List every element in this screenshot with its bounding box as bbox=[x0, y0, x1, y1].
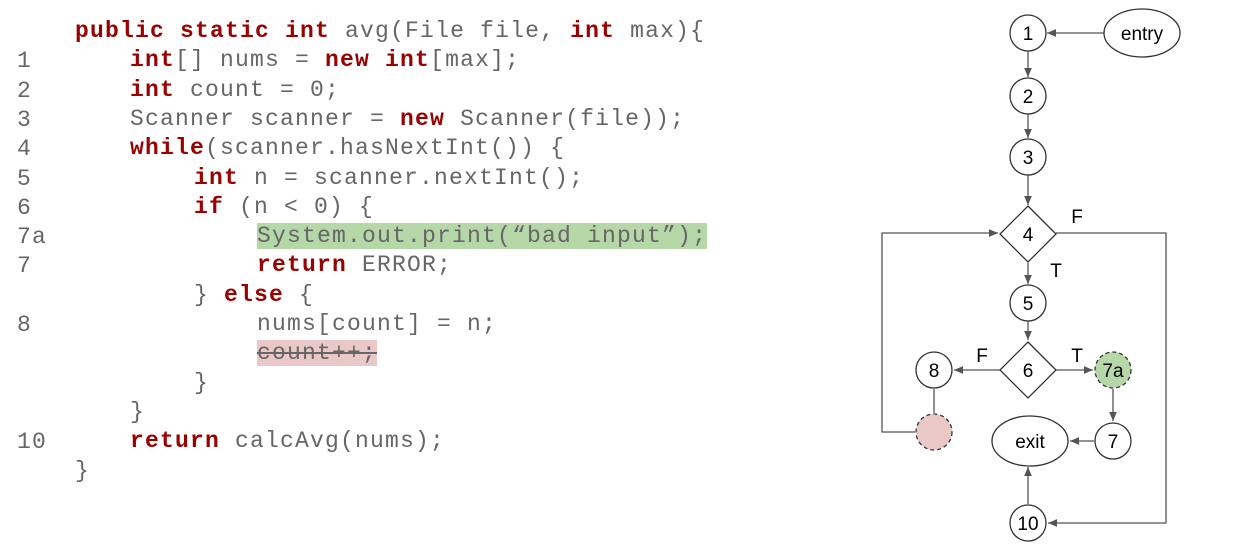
code-text: Scanner(file)); bbox=[445, 105, 686, 132]
removed-statement: count++; bbox=[257, 340, 378, 367]
entry-node bbox=[1103, 8, 1181, 58]
edge-label-6-true: T bbox=[1071, 346, 1083, 367]
node-5 bbox=[1009, 284, 1047, 322]
node-8-label: 8 bbox=[929, 361, 940, 382]
keyword: return bbox=[257, 252, 348, 279]
node-6-decision bbox=[999, 341, 1057, 399]
line-number: 2 bbox=[17, 77, 33, 104]
code-line: int[] nums = new int[max]; bbox=[130, 46, 520, 74]
code-line: } bbox=[75, 457, 90, 485]
code-text: n = scanner.nextInt(); bbox=[239, 164, 585, 191]
keyword: if bbox=[194, 193, 225, 220]
node-1 bbox=[1009, 14, 1047, 52]
node-1-label: 1 bbox=[1023, 24, 1034, 45]
edge-4-10 bbox=[1048, 232, 1167, 527]
line-number: 6 bbox=[17, 194, 33, 221]
node-4-decision bbox=[999, 205, 1057, 263]
keyword: return bbox=[130, 428, 221, 455]
code-text: } bbox=[194, 281, 225, 308]
added-statement: System.out.print(“bad input”); bbox=[257, 223, 708, 250]
code-text: calcAvg(nums); bbox=[220, 428, 446, 455]
node-5-label: 5 bbox=[1023, 294, 1034, 315]
node-3-label: 3 bbox=[1023, 148, 1034, 169]
code-text: } bbox=[130, 398, 146, 425]
code-line: } else { bbox=[194, 281, 314, 309]
line-number: 7a bbox=[17, 224, 48, 251]
code-text: } bbox=[194, 369, 210, 396]
edge-label-4-false: F bbox=[1071, 207, 1083, 228]
node-7-label: 7 bbox=[1108, 432, 1119, 453]
keyword: new bbox=[400, 105, 446, 132]
code-line: } bbox=[130, 398, 145, 426]
node-2 bbox=[1009, 77, 1047, 115]
code-text: } bbox=[75, 457, 91, 484]
code-line: count++; bbox=[257, 339, 378, 367]
entry-label: entry bbox=[1121, 24, 1164, 45]
line-number: 10 bbox=[17, 429, 48, 456]
node-7a-label: 7a bbox=[1102, 361, 1124, 382]
node-10-label: 10 bbox=[1017, 514, 1038, 535]
code-text: [] nums = bbox=[175, 47, 326, 74]
exit-node bbox=[991, 415, 1069, 467]
code-text: (scanner.hasNextInt()) { bbox=[205, 135, 566, 162]
code-line: Scanner scanner = new Scanner(file)); bbox=[130, 105, 685, 133]
code-text: ERROR; bbox=[347, 252, 453, 279]
exit-label: exit bbox=[1015, 432, 1045, 453]
line-number: 4 bbox=[17, 136, 33, 163]
code-text: (n < 0) { bbox=[224, 193, 375, 220]
edge-loop-back bbox=[881, 229, 998, 433]
node-7 bbox=[1094, 422, 1132, 460]
line-number: 3 bbox=[17, 106, 33, 133]
code-line: return ERROR; bbox=[257, 251, 452, 279]
node-4-label: 4 bbox=[1023, 225, 1034, 246]
line-number: 1 bbox=[17, 48, 33, 75]
code-line: while(scanner.hasNextInt()) { bbox=[130, 134, 565, 162]
code-line: int n = scanner.nextInt(); bbox=[194, 164, 584, 192]
code-text: Scanner scanner = bbox=[130, 105, 401, 132]
line-number: 7 bbox=[17, 253, 33, 280]
code-text: count = 0; bbox=[175, 76, 341, 103]
node-3 bbox=[1009, 138, 1047, 176]
code-text: avg(File file, bbox=[330, 18, 571, 44]
line-number: 5 bbox=[17, 165, 33, 192]
code-line: if (n < 0) { bbox=[194, 193, 374, 221]
edge-label-6-false: F bbox=[976, 346, 988, 367]
code-line: int count = 0; bbox=[130, 76, 340, 104]
node-removed bbox=[915, 413, 953, 451]
keyword: while bbox=[130, 135, 206, 162]
keyword: else bbox=[224, 281, 285, 308]
node-2-label: 2 bbox=[1023, 87, 1034, 108]
code-line: public static int avg(File file, int max… bbox=[75, 17, 705, 45]
code-text: [max]; bbox=[430, 47, 521, 74]
keyword: int bbox=[130, 47, 176, 74]
node-8 bbox=[915, 351, 953, 389]
code-text: { bbox=[284, 281, 315, 308]
keyword: int bbox=[130, 76, 176, 103]
line-number: 8 bbox=[17, 312, 33, 338]
code-text: max){ bbox=[615, 18, 706, 44]
keyword: new int bbox=[325, 47, 431, 74]
code-line: return calcAvg(nums); bbox=[130, 427, 445, 455]
node-7a-added bbox=[1094, 351, 1132, 389]
node-6-label: 6 bbox=[1023, 361, 1034, 382]
edge-label-4-true: T bbox=[1050, 261, 1062, 282]
keyword: public static int bbox=[75, 18, 331, 44]
node-10 bbox=[1009, 504, 1047, 542]
code-text: nums[count] = n; bbox=[257, 311, 498, 337]
code-line: nums[count] = n; bbox=[257, 310, 497, 338]
code-line: System.out.print(“bad input”); bbox=[257, 222, 708, 250]
keyword: int bbox=[570, 18, 616, 44]
keyword: int bbox=[194, 164, 240, 191]
code-line: } bbox=[194, 369, 209, 397]
